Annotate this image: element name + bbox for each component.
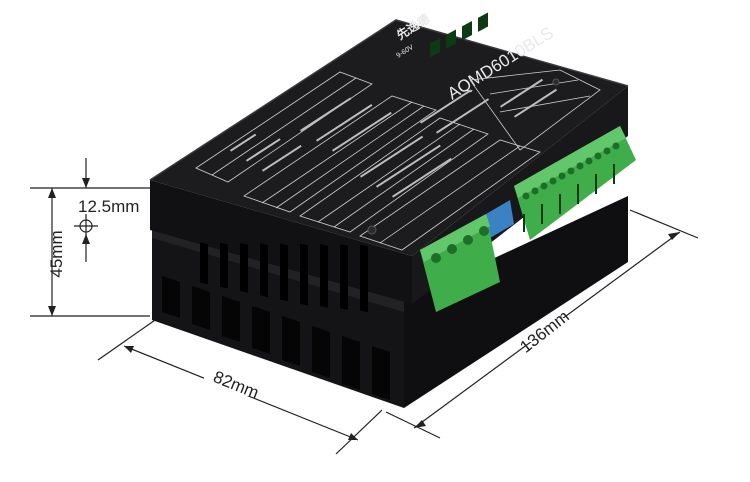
power-terminal-block (420, 12, 500, 312)
spec-text-texture (229, 78, 558, 198)
mount-offset-label: 12.5mm (78, 197, 139, 216)
signal-terminal-block (514, 126, 636, 240)
heatsink (152, 196, 628, 408)
heatsink-fins (162, 276, 390, 400)
screw-icon (552, 78, 560, 86)
height-label: 45mm (47, 230, 66, 277)
mount-offset-dimension (74, 158, 98, 262)
screw-icon (367, 225, 377, 235)
height-dimension (30, 187, 150, 317)
dip-switch (486, 200, 514, 238)
spec-table-lines (195, 69, 601, 251)
vent-slots (200, 242, 368, 313)
width-label-bg (204, 372, 262, 396)
